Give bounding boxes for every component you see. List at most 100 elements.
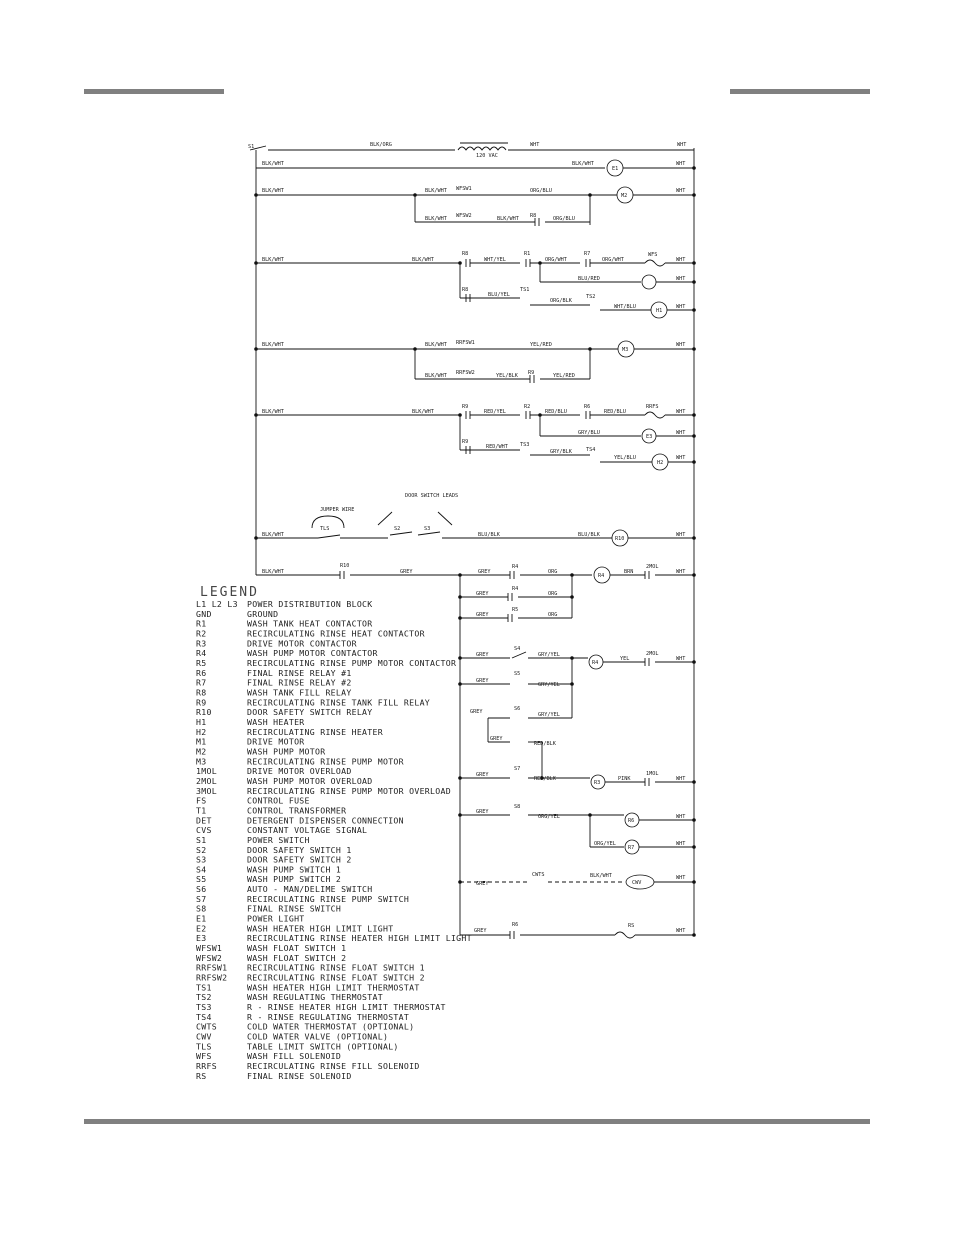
wire-label: WHT [677, 142, 686, 148]
legend-description: WASH PUMP SWITCH 1 [247, 864, 341, 874]
wire-label: BLK/WHT [262, 188, 284, 194]
legend-code: R7 [196, 678, 206, 688]
r7-label: R7 [628, 845, 634, 851]
legend-code: WFSW2 [196, 953, 222, 963]
wire-label: WHT [530, 142, 539, 148]
ts2-label: TS2 [586, 294, 595, 300]
e3-label: E3 [646, 434, 652, 440]
legend-code: 2MOL [196, 776, 217, 786]
wire-label: YEL/RED [553, 373, 575, 379]
wire-label: ORG/BLU [553, 216, 575, 222]
wire-label: WHT [676, 875, 685, 881]
wire-label: WHT [676, 814, 685, 820]
m3-label: M3 [622, 347, 628, 353]
r9-label: R9 [528, 370, 534, 376]
e1-label: E1 [612, 166, 618, 172]
door-switch-leads-label: DOOR SWITCH LEADS [405, 493, 458, 499]
s2-label: S2 [394, 526, 400, 532]
wire-label: BLU/RED [578, 276, 600, 282]
wire-label: GREY [400, 569, 413, 575]
wire-label: ORG/BLU [530, 188, 552, 194]
legend-code: S6 [196, 884, 206, 894]
legend-description: RECIRCULATING RINSE HEATER [247, 727, 383, 737]
r10-label: R10 [340, 563, 349, 569]
wire-label: GREY [476, 772, 489, 778]
wire-label: RED/BLK [534, 776, 557, 782]
legend-code: H2 [196, 727, 206, 737]
wire-label: WHT [676, 455, 685, 461]
legend-description: CONSTANT VOLTAGE SIGNAL [247, 825, 367, 835]
wire-label: GREY [474, 928, 487, 934]
legend-code: R4 [196, 648, 206, 658]
legend-code: GND [196, 609, 212, 619]
wire-label: RED/WHT [486, 444, 508, 450]
header-rule-left [84, 89, 224, 94]
jumper-wire-label: JUMPER WIRE [320, 507, 354, 513]
footer-rule [84, 1119, 870, 1124]
relay-contacts [339, 218, 650, 939]
h2-label: H2 [657, 460, 663, 466]
legend-code: TLS [196, 1041, 212, 1051]
r7-label: R7 [584, 251, 590, 257]
rrfsw1-label: RRFSW1 [456, 340, 475, 346]
m2-label: M2 [621, 193, 627, 199]
legend-description: WASH FILL SOLENOID [247, 1051, 341, 1061]
wire-label: BLK/ORG [370, 142, 392, 148]
wire-label: ORG/YEL [594, 841, 616, 847]
wire-label: GREY [476, 809, 489, 815]
legend-code: S2 [196, 845, 206, 855]
legend-description: DRIVE MOTOR OVERLOAD [247, 766, 352, 776]
wire-label: WHT [676, 304, 685, 310]
wire-label: BLK/WHT [412, 409, 434, 415]
s6-label: S6 [514, 706, 520, 712]
legend-code: R1 [196, 619, 206, 629]
wire-label: ORG/YEL [538, 814, 560, 820]
legend-description: POWER LIGHT [247, 914, 305, 924]
wire-label: GREY [476, 652, 489, 658]
legend-description: COLD WATER VALVE (OPTIONAL) [247, 1032, 388, 1042]
legend-code: T1 [196, 805, 206, 815]
legend-code: S4 [196, 864, 206, 874]
wire-label: BLU/YEL [488, 292, 510, 298]
legend-code: R3 [196, 638, 206, 648]
junction-dots [254, 166, 696, 937]
wire-label: YEL/BLU [614, 455, 636, 461]
wire-label: YEL/RED [530, 342, 552, 348]
legend-code: R8 [196, 687, 206, 697]
wire-label: ORG [548, 612, 557, 618]
legend-code: H1 [196, 717, 206, 727]
jumper-wire [311, 515, 345, 529]
wire-label: ORG [548, 569, 557, 575]
legend-description: WASH PUMP MOTOR OVERLOAD [247, 776, 373, 786]
legend-description: FINAL RINSE RELAY #1 [247, 668, 352, 678]
ts4-label: TS4 [586, 447, 595, 453]
legend-description: WASH HEATER [247, 717, 305, 727]
e2-light [641, 274, 657, 290]
cwts-label: CWTS [532, 872, 545, 878]
wire-label: BLK/WHT [590, 873, 612, 879]
wire-label: ORG [548, 591, 557, 597]
legend-code: WFS [196, 1051, 212, 1061]
m2ol-label: 2MOL [646, 564, 659, 570]
legend-code: DET [196, 815, 212, 825]
wire-label: BLK/WHT [425, 216, 447, 222]
r6-label: R6 [628, 818, 634, 824]
tls-label: TLS [320, 526, 329, 532]
legend-description: RECIRCULATING RINSE PUMP MOTOR [247, 756, 404, 766]
wire-label: GREY [478, 569, 491, 575]
wire-label: WHT [676, 276, 685, 282]
s5-label: S5 [514, 671, 520, 677]
legend-description: TABLE LIMIT SWITCH (OPTIONAL) [247, 1041, 399, 1051]
legend-description: WASH FLOAT SWITCH 1 [247, 943, 346, 953]
wire-label: GREY [476, 591, 489, 597]
legend-description: WASH HEATER HIGH LIMIT THERMOSTAT [247, 982, 420, 992]
legend-description: WASH TANK HEAT CONTACTOR [247, 619, 373, 629]
r6-label: R6 [584, 404, 590, 410]
wire-label: BLK/WHT [262, 257, 284, 263]
legend-code: S8 [196, 904, 206, 914]
legend-code: CVS [196, 825, 212, 835]
wfs-label: WFS [648, 252, 657, 258]
legend-code: CWTS [196, 1022, 217, 1032]
